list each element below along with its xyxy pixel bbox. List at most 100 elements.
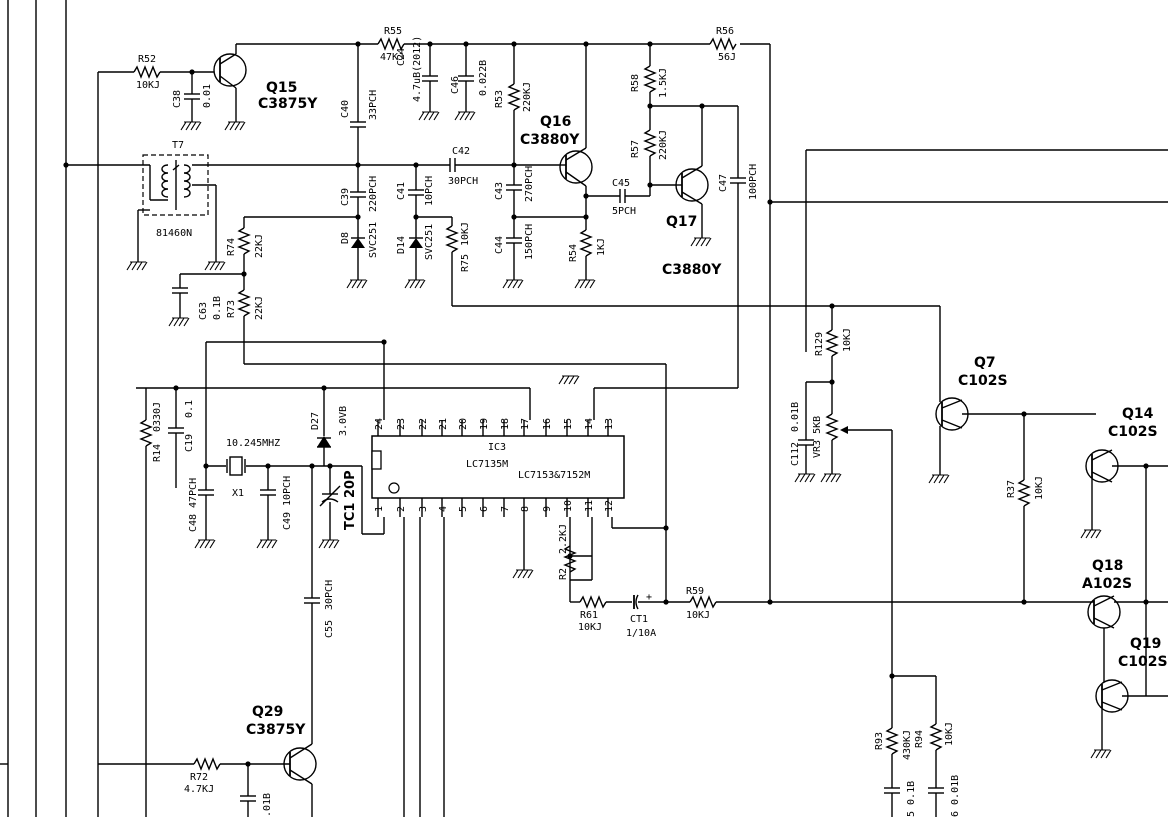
r57-ref: R57 xyxy=(630,140,641,158)
c45-ref: C45 xyxy=(612,178,630,189)
r2-value: 2.2KJ xyxy=(558,524,569,554)
c43-ref: C43 xyxy=(494,182,505,200)
r74-r73-c63 xyxy=(172,217,667,602)
ground-icon xyxy=(168,317,190,327)
ground-icon xyxy=(404,279,426,289)
r74-value: 22KJ xyxy=(254,234,265,258)
ic-pin-top-label: 22 xyxy=(418,418,429,430)
r56-value: 56J xyxy=(718,52,736,63)
t7-ref: T7 xyxy=(172,140,184,151)
r74-ref: R74 xyxy=(226,238,237,256)
r94-ref: R94 xyxy=(914,730,925,748)
ground-icon xyxy=(194,539,216,549)
c44-ref: C44 xyxy=(494,236,505,254)
q19-ref: Q19 xyxy=(1130,636,1161,652)
r53-ref: R53 xyxy=(494,90,505,108)
c39-ref: C39 xyxy=(340,188,351,206)
c39-value: 220PCH xyxy=(368,176,379,212)
q14-ref: Q14 xyxy=(1122,406,1154,422)
q15-section xyxy=(98,44,247,122)
ic-bottom-lines xyxy=(403,517,445,817)
r93-r94-section xyxy=(884,673,944,817)
r58-value: 1.5KJ xyxy=(658,68,669,98)
d27-ref: D27 xyxy=(310,412,321,430)
ic-pin-top-label: 14 xyxy=(584,418,595,430)
x1-freq: 10.245MHZ xyxy=(226,438,280,449)
r94-value: 10KJ xyxy=(944,722,955,746)
r129-ref: R129 xyxy=(814,332,825,356)
c24-ref: C24 xyxy=(396,48,407,66)
ic-pin-bottom-label: 2 xyxy=(396,506,407,512)
q15-part: C3875Y xyxy=(258,96,318,112)
c43-value: 270PCH xyxy=(524,166,535,202)
q29-section xyxy=(98,743,317,817)
r52-value: 10KJ xyxy=(136,80,160,91)
ic-pin-bottom-label: 9 xyxy=(542,506,553,512)
d14-value: SVC251 xyxy=(424,224,435,260)
q19-part: C102S xyxy=(1118,654,1168,670)
ground-icon xyxy=(224,121,246,131)
q18-ref: Q18 xyxy=(1092,558,1123,574)
c49-ref: C49 xyxy=(282,512,293,530)
vr3-label: VR3 5KB xyxy=(812,416,823,458)
q16-section xyxy=(506,44,651,280)
bottom-cap-left: 5 0.1B xyxy=(906,781,917,817)
c55-value: 30PCH xyxy=(324,580,335,610)
ic-pin-top-label: 20 xyxy=(458,418,469,430)
q29-part: C3875Y xyxy=(246,722,306,738)
ic-pin-top-label: 24 xyxy=(374,418,385,430)
ground-icon xyxy=(204,261,226,271)
ground-icon xyxy=(1080,529,1102,539)
ground-icon xyxy=(180,121,202,131)
q7-q14-q18-q19-section xyxy=(770,395,1168,750)
c24-c46 xyxy=(422,44,474,112)
r72-ref: R72 xyxy=(190,772,208,783)
t7-transformer xyxy=(63,154,358,262)
ic-pin-top-label: 23 xyxy=(396,418,407,430)
d8-value: SVC251 xyxy=(368,222,379,258)
q29-ref: Q29 xyxy=(252,704,283,720)
c47-ref: C47 xyxy=(718,174,729,192)
r59-value: 10KJ xyxy=(686,610,710,621)
ic-pin-top-label: 19 xyxy=(479,418,490,430)
r14-value: 0330J xyxy=(152,402,163,432)
c55-ref: C55 xyxy=(324,620,335,638)
c46-value: 0.022B xyxy=(478,60,489,96)
c46-ref: C46 xyxy=(450,76,461,94)
r52-ref: R52 xyxy=(138,54,156,65)
ct1-ref: CT1 xyxy=(630,614,648,625)
ic-pin-bottom-label: 6 xyxy=(479,506,490,512)
ic-pin-bottom-label: 1 xyxy=(374,506,385,512)
r2-ref: R2 xyxy=(558,568,569,580)
c47-value: 100PCH xyxy=(748,164,759,200)
ic-pin-top-label: 16 xyxy=(542,418,553,430)
c48-ref: C48 xyxy=(188,514,199,532)
c48-value: 47PCH xyxy=(188,478,199,508)
ct1-value: 1/10A xyxy=(626,628,656,639)
ic-pin-bottom-label: 4 xyxy=(438,506,449,512)
ct1-plus: + xyxy=(646,592,652,603)
ground-icon xyxy=(820,473,842,483)
c24-value: 4.7uB(2012) xyxy=(412,36,423,102)
ground-icon xyxy=(318,539,340,549)
r14-ref: R14 xyxy=(152,444,163,462)
ground-icon xyxy=(690,237,712,247)
c41-d14-r75 xyxy=(358,158,941,395)
left-bus-lines xyxy=(0,0,99,817)
ground-icon xyxy=(346,279,368,289)
r75-ref: R75 xyxy=(460,254,471,272)
c44-value: 150PCH xyxy=(524,224,535,260)
d27-value: 3.0VB xyxy=(338,406,349,436)
q17-part: C3880Y xyxy=(662,262,722,278)
r54-value: 1KJ xyxy=(596,238,607,256)
r58-ref: R58 xyxy=(630,74,641,92)
r93-value: 430KJ xyxy=(902,730,913,760)
r73-ref: R73 xyxy=(226,300,237,318)
r72-value: 4.7KJ xyxy=(184,784,214,795)
top-rail xyxy=(236,37,771,602)
ic-pin-bottom-label: 3 xyxy=(418,506,429,512)
r57-value: 220KJ xyxy=(658,130,669,160)
d8-ref: D8 xyxy=(340,232,351,244)
c40-ref: C40 xyxy=(340,100,351,118)
